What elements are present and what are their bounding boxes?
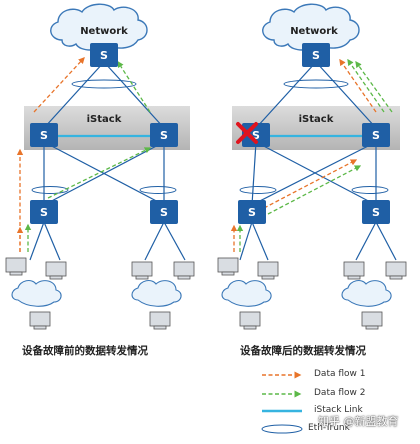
legend-istack-label: iStack Link [314, 405, 363, 415]
stack-label: iStack [87, 114, 122, 125]
data-flows [230, 58, 393, 252]
data-flows [16, 57, 152, 252]
switch-stack-right: S [150, 123, 178, 147]
switch-core: S [90, 43, 118, 67]
switch-access-right: S [362, 200, 390, 224]
svg-text:S: S [160, 129, 168, 142]
cloud-right [341, 279, 392, 307]
links [239, 61, 397, 261]
caption-after: 设备故障后的数据转发情况 [240, 345, 366, 357]
pc-icons [5, 257, 195, 330]
svg-text:S: S [248, 206, 256, 219]
eth-trunk-marks [31, 79, 177, 194]
svg-text:S: S [372, 206, 380, 219]
svg-text:S: S [160, 206, 168, 219]
pc-icons [217, 257, 407, 330]
panel-after: Network iStack [217, 3, 407, 330]
cloud-left [221, 279, 272, 307]
legend-flow2-label: Data flow 2 [314, 388, 366, 398]
legend-flow1-label: Data flow 1 [314, 369, 366, 379]
switch-access-right: S [150, 200, 178, 224]
caption-before: 设备故障前的数据转发情况 [22, 345, 148, 357]
svg-text:S: S [252, 129, 260, 142]
panel-before: Network iStack [5, 3, 195, 330]
network-cloud: Network [50, 3, 148, 51]
eth-trunk-marks [239, 79, 389, 194]
links [29, 61, 186, 261]
svg-text:S: S [312, 49, 320, 62]
legend-symbols [261, 371, 303, 434]
legend-eth-trunk-ellipse [261, 424, 303, 434]
network-label: Network [80, 26, 128, 37]
switch-access-left: S [30, 200, 58, 224]
cloud-right [131, 279, 182, 307]
network-cloud: Network [262, 3, 360, 51]
svg-text:S: S [100, 49, 108, 62]
svg-text:S: S [372, 129, 380, 142]
legend-eth-trunk-label: Eth-Trunk [308, 423, 350, 433]
stack-label: iStack [299, 114, 334, 125]
cloud-left [11, 279, 62, 307]
watermark: 知乎 @新盟教育 [318, 415, 399, 428]
svg-text:S: S [40, 206, 48, 219]
fault-x-icon [236, 122, 258, 144]
switch-stack-left: S [30, 123, 58, 147]
switch-stack-right: S [362, 123, 390, 147]
switch-access-left: S [238, 200, 266, 224]
switch-core: S [302, 43, 330, 67]
network-label: Network [290, 26, 338, 37]
svg-text:S: S [40, 129, 48, 142]
